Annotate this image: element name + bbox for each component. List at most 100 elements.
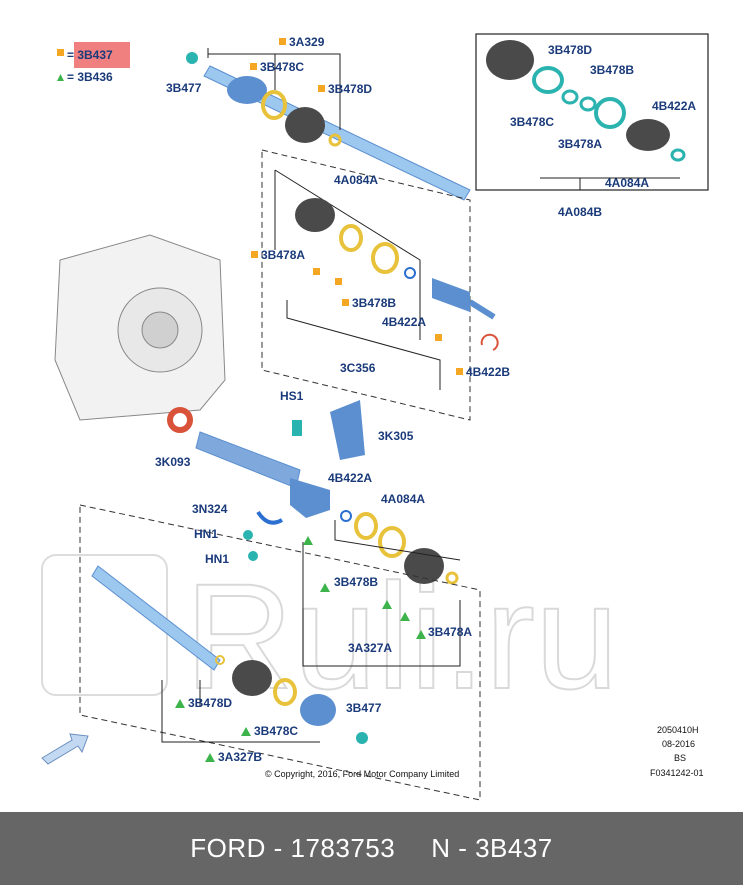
middle-dashed-frame <box>261 149 471 421</box>
label-inset-4A084B: 4A084B <box>558 205 602 219</box>
part-labels: 3A329 3B477 3B478C 3B478D 4A084A 3B478A … <box>155 35 696 764</box>
label-3A327A: 3A327A <box>348 641 392 655</box>
label-4A084A-low: 4A084A <box>381 492 425 506</box>
inset-circlip <box>670 148 686 162</box>
inset-small-ring <box>561 89 579 105</box>
label-inset-3B478B: 3B478B <box>590 63 634 77</box>
legend-item-3B436: = 3B436 <box>67 70 113 84</box>
label-inset-3B478A: 3B478A <box>558 137 602 151</box>
legend-square-marker <box>57 49 64 56</box>
label-3B478A-low: 3B478A <box>428 625 472 639</box>
label-4A084A-top: 4A084A <box>334 173 378 187</box>
middle-ring-2 <box>371 242 399 274</box>
lower-inner-joint <box>290 478 330 518</box>
label-3B478D-top: 3B478D <box>328 82 372 96</box>
label-3N324: 3N324 <box>192 502 228 516</box>
upper-ring-1 <box>261 90 287 120</box>
copyright-text: © Copyright, 2016, Ford Motor Company Li… <box>265 769 459 779</box>
inset-boot <box>486 40 534 80</box>
label-4B422B: 4B422B <box>466 365 510 379</box>
lower-boot <box>404 548 444 584</box>
watermark: Ruli.ru <box>41 551 619 721</box>
meta-region: BS <box>674 753 686 763</box>
label-3B478C-top: 3B478C <box>260 60 304 74</box>
inset-large-ring <box>594 97 626 129</box>
bottom-dashed-frame <box>79 504 481 801</box>
label-3B478B-mid: 3B478B <box>352 296 396 310</box>
label-4B422A-low: 4B422A <box>328 471 372 485</box>
upper-shaft <box>203 65 471 201</box>
metadata-block: 2050410H 08-2016 BS F0341242-01 © Copyri… <box>265 725 704 779</box>
label-3A327B: 3A327B <box>218 750 262 764</box>
label-3A329: 3A329 <box>289 35 325 49</box>
label-4B422A-mid: 4B422A <box>382 315 426 329</box>
square-marker <box>435 334 442 341</box>
label-3B478B-low: 3B478B <box>334 575 378 589</box>
label-HN1-b: HN1 <box>205 552 229 566</box>
lower-ring-2 <box>378 526 406 558</box>
middle-snap-ring <box>480 333 499 351</box>
label-inset-3B478D: 3B478D <box>548 43 592 57</box>
bottom-shaft <box>91 565 221 671</box>
parts-diagram: Ruli.ru = 3B437 = 3B436 <box>41 33 709 801</box>
bottom-ring <box>273 678 297 706</box>
lower-ring-1 <box>354 512 378 540</box>
label-HN1-a: HN1 <box>194 527 218 541</box>
legend-highlight <box>74 42 130 68</box>
triangle-marker <box>303 536 313 545</box>
label-3K305: 3K305 <box>378 429 414 443</box>
middle-joint-assembly <box>261 149 499 421</box>
bearing-bracket <box>330 400 365 460</box>
transmission-housing <box>54 234 226 421</box>
label-inset-4B422A: 4B422A <box>652 99 696 113</box>
oil-seal <box>167 407 193 433</box>
direction-arrow <box>41 733 89 765</box>
footer-bar: FORD - 1783753 N - 3B437 <box>0 812 743 885</box>
label-3B478A-mid: 3B478A <box>261 248 305 262</box>
exploded-view-svg: Ruli.ru = 3B437 = 3B436 <box>41 33 709 801</box>
upper-clip <box>328 133 342 147</box>
upper-shaft-assembly <box>186 48 471 201</box>
label-inset-4A084A: 4A084A <box>605 176 649 190</box>
middle-ring-1 <box>339 224 363 252</box>
upper-nut <box>186 52 198 64</box>
label-3B477-low: 3B477 <box>346 701 382 715</box>
label-markers <box>175 38 463 762</box>
inset-clamp-ring <box>532 66 564 94</box>
legend-triangle-marker <box>57 74 64 81</box>
lower-intermediate-shaft <box>195 431 301 489</box>
middle-boot <box>295 198 335 232</box>
bolt-hn1-a <box>243 530 253 540</box>
label-3B477-top: 3B477 <box>166 81 202 95</box>
label-3B478D-low: 3B478D <box>188 696 232 710</box>
label-3B478C-low: 3B478C <box>254 724 298 738</box>
triangle-marker <box>382 600 392 609</box>
label-3C356: 3C356 <box>340 361 376 375</box>
inset-small-ring-2 <box>579 96 597 112</box>
inset-box <box>475 33 709 191</box>
bolt-hs1 <box>292 420 302 436</box>
label-HS1: HS1 <box>280 389 304 403</box>
bottom-nut <box>356 732 368 744</box>
clip-3n324 <box>256 510 283 525</box>
legend-item-3B437: = 3B437 <box>67 48 113 62</box>
triangle-marker <box>400 612 410 621</box>
middle-inner-joint <box>432 278 470 312</box>
footer-reference: N - 3B437 <box>431 833 553 863</box>
legend: = 3B437 = 3B436 <box>57 42 130 84</box>
upper-boot <box>285 107 325 143</box>
label-3K093: 3K093 <box>155 455 191 469</box>
bolt-hn1-b <box>248 551 258 561</box>
lower-shaft-assembly <box>167 400 461 667</box>
middle-circlip <box>404 267 416 279</box>
bottom-cv-joint <box>300 694 336 726</box>
upper-cv-joint <box>227 76 267 104</box>
inset-boot-2 <box>626 119 670 151</box>
meta-date: 08-2016 <box>662 739 695 749</box>
meta-figure-id: F0341242-01 <box>650 768 704 778</box>
square-marker <box>313 268 320 275</box>
label-inset-3B478C: 3B478C <box>510 115 554 129</box>
bottom-boot <box>232 660 272 696</box>
meta-code: 2050410H <box>657 725 699 735</box>
square-marker <box>335 278 342 285</box>
